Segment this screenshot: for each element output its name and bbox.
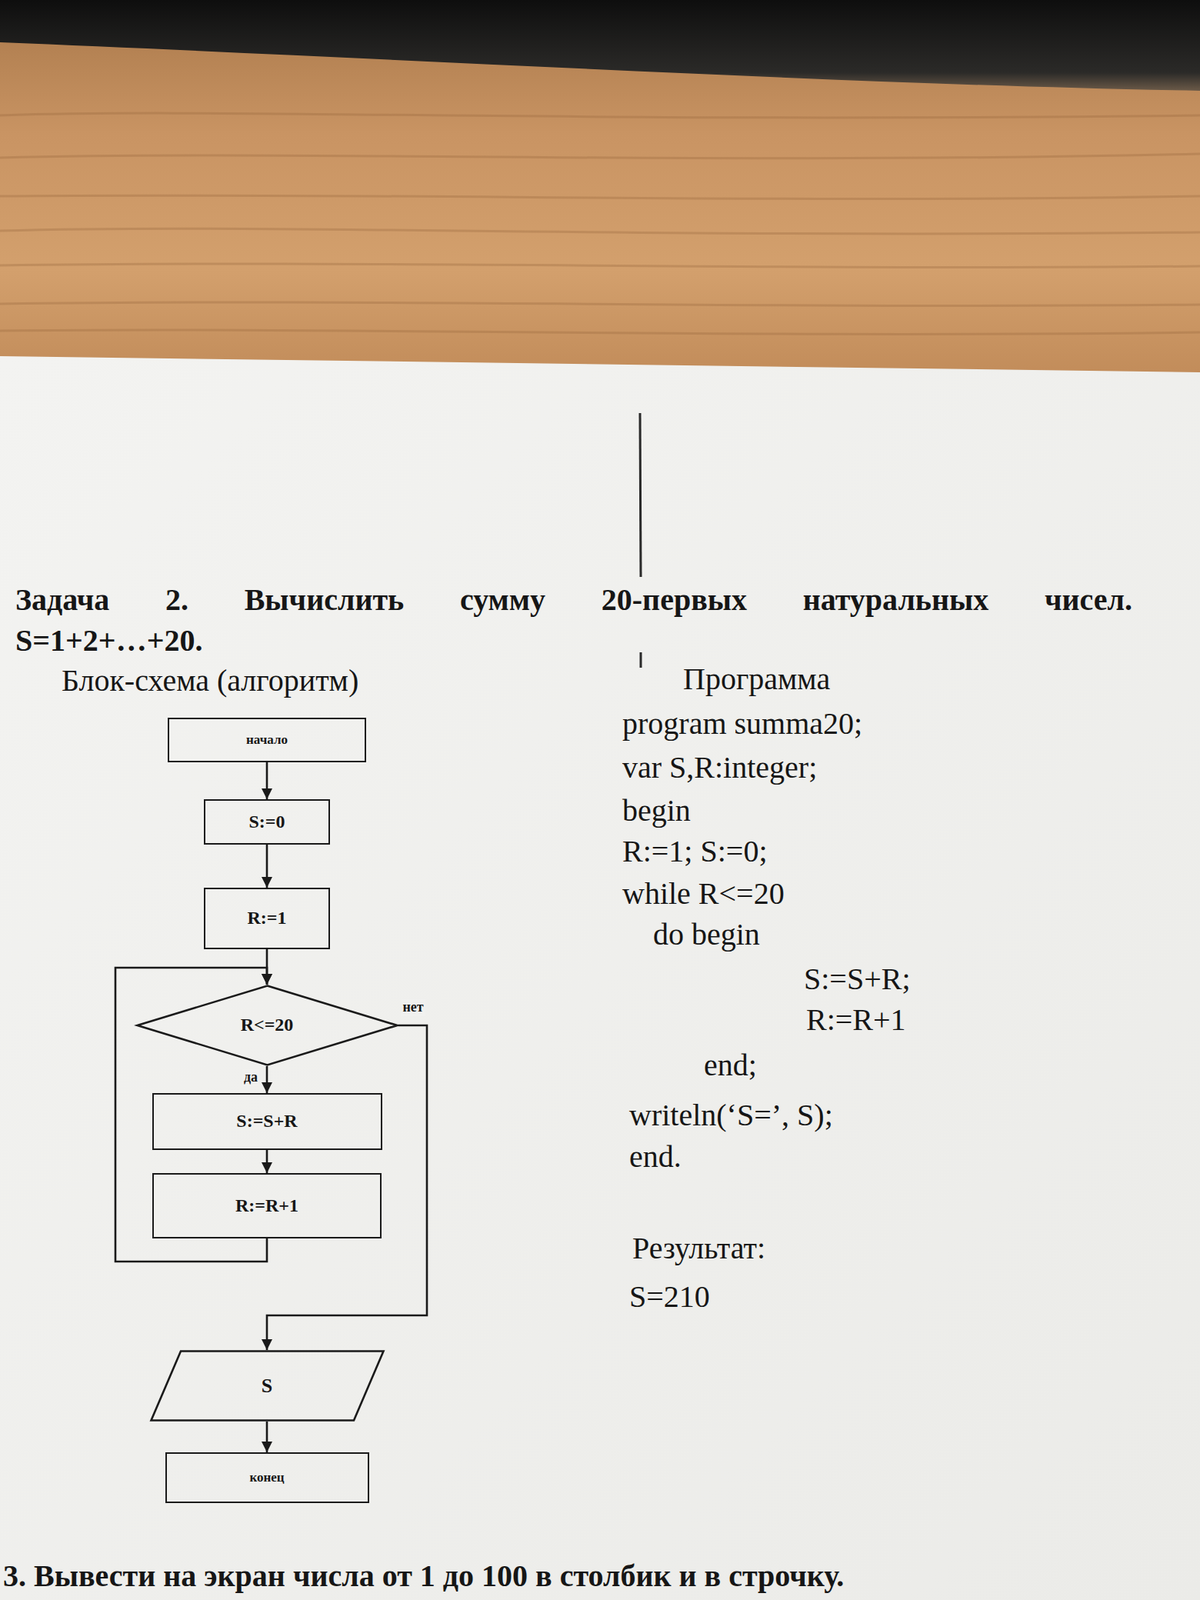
- terminal-box: начало: [167, 717, 367, 763]
- outline: [136, 986, 397, 1066]
- text-label: S=210: [629, 1279, 710, 1315]
- code-line: program summa20;: [622, 706, 863, 742]
- code-line: begin: [622, 793, 691, 829]
- code-line: while R<=20: [622, 876, 785, 912]
- flow-connector: [266, 1150, 269, 1174]
- node-text: S:=S+R: [236, 1110, 297, 1133]
- node-text: R:=R+1: [235, 1195, 299, 1217]
- code-line: R:=R+1: [806, 1002, 907, 1038]
- pen-line: [640, 413, 641, 577]
- branch-label: да: [242, 1069, 260, 1087]
- dark-edge: [0, 0, 1200, 91]
- process-box: S:=0: [203, 799, 330, 845]
- process-box: R:=R+1: [152, 1173, 382, 1239]
- branch-label: нет: [401, 999, 426, 1017]
- node-text: конец: [249, 1470, 284, 1486]
- flow-connector: [266, 844, 269, 888]
- flow-connector: [266, 1025, 427, 1350]
- pen-line: [640, 652, 643, 668]
- code-line: do begin: [653, 916, 760, 953]
- outline: [150, 1351, 384, 1421]
- code-line: var S,R:integer;: [622, 750, 817, 786]
- flow-connector: [266, 762, 269, 800]
- node-text: R:=1: [247, 907, 287, 930]
- text-label: Программа: [683, 661, 830, 697]
- wood-grain: [0, 113, 1200, 334]
- code-line: end.: [629, 1139, 682, 1175]
- next-task-heading: 3. Вывести на экран числа от 1 до 100 в …: [3, 1558, 844, 1594]
- flow-connector: [266, 1421, 269, 1453]
- node-text: S:=0: [248, 811, 285, 834]
- node-text: начало: [246, 732, 288, 748]
- process-box: R:=1: [203, 887, 330, 950]
- output-parallelogram: S: [150, 1350, 385, 1422]
- node-text: S: [261, 1374, 273, 1398]
- terminal-box: конец: [165, 1452, 370, 1504]
- code-line: S:=S+R;: [803, 961, 911, 997]
- paper-sheet: [0, 356, 1200, 1600]
- text-label: Результат:: [632, 1230, 766, 1267]
- decision-diamond: R<=20: [136, 984, 399, 1067]
- node-text: R<=20: [240, 1014, 294, 1037]
- code-line: end;: [703, 1047, 757, 1084]
- text-label: S=1+2+…+20.: [15, 623, 203, 659]
- code-line: R:=1; S:=0;: [622, 833, 768, 870]
- code-line: writeln(‘S=’, S);: [629, 1097, 834, 1134]
- process-box: S:=S+R: [152, 1093, 383, 1150]
- desk: [0, 0, 1200, 385]
- task-heading: Задача 2. Вычислить сумму 20-первых нату…: [15, 582, 1133, 618]
- flow-connector: [266, 1066, 269, 1094]
- text-label: Блок-схема (алгоритм): [61, 663, 359, 699]
